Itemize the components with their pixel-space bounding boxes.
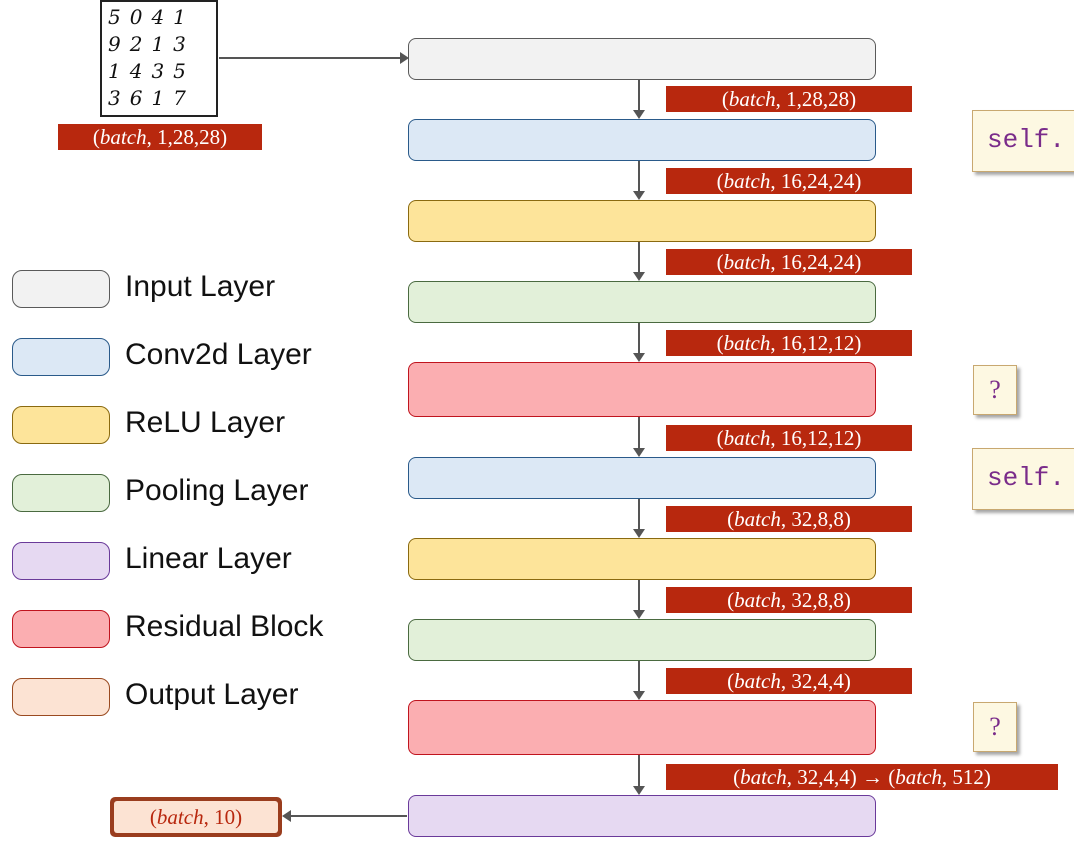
flow-arrow-head <box>633 610 645 619</box>
flow-arrow <box>638 755 640 786</box>
input-layer-box <box>408 38 876 80</box>
conv2d-layer-box <box>408 457 876 499</box>
residual-block-box <box>408 362 876 417</box>
flow-arrow-head <box>633 448 645 457</box>
legend-swatch-output <box>12 678 110 716</box>
digit-row: 9213 <box>108 32 195 56</box>
legend-label-output: Output Layer <box>125 678 299 711</box>
flow-arrow-head <box>633 691 645 700</box>
question-box: ? <box>973 365 1017 415</box>
shape-label: (batch, 1,28,28) <box>666 86 912 112</box>
shape-label: (batch, 16,12,12) <box>666 425 912 451</box>
linear-layer-box <box>408 795 876 837</box>
input-arrow-head <box>400 52 409 64</box>
legend-swatch-linear <box>12 542 110 580</box>
flow-arrow-head <box>633 191 645 200</box>
relu-layer-box <box>408 200 876 242</box>
mnist-sample-image: 5041 9213 1435 3617 <box>100 0 218 117</box>
legend-swatch-pooling <box>12 474 110 512</box>
flow-arrow-head <box>633 110 645 119</box>
flow-arrow-head <box>633 353 645 362</box>
legend-label-pooling: Pooling Layer <box>125 474 309 507</box>
legend-label-relu: ReLU Layer <box>125 406 286 439</box>
shape-label: (batch, 16,24,24) <box>666 249 912 275</box>
pooling-layer-box <box>408 281 876 323</box>
digit-row: 1435 <box>108 59 195 83</box>
question-box: ? <box>973 702 1017 752</box>
flow-arrow <box>638 161 640 191</box>
residual-block-box <box>408 700 876 755</box>
shape-label: (batch, 32,4,4) <box>666 668 912 694</box>
legend-label-conv2d: Conv2d Layer <box>125 338 312 371</box>
digit-row: 5041 <box>108 5 195 29</box>
output-shape-label: (batch, 10) <box>114 801 278 833</box>
flow-arrow <box>638 323 640 353</box>
flow-arrow <box>638 417 640 448</box>
flow-arrow-head <box>633 786 645 795</box>
question-mark-text: ? <box>989 712 1001 741</box>
shape-label: (batch, 16,24,24) <box>666 168 912 194</box>
shape-label: (batch, 32,4,4) → (batch, 512) <box>666 764 1058 790</box>
code-snippet-text: self. <box>987 463 1066 493</box>
flow-arrow-head <box>633 272 645 281</box>
output-arrow <box>290 815 407 817</box>
legend-label-linear: Linear Layer <box>125 542 292 575</box>
legend-swatch-input <box>12 270 110 308</box>
code-snippet-box: self. <box>972 110 1074 172</box>
legend-swatch-relu <box>12 406 110 444</box>
flow-arrow <box>638 661 640 691</box>
flow-arrow <box>638 499 640 529</box>
shape-label: (batch, 16,12,12) <box>666 330 912 356</box>
code-snippet-text: self. <box>987 125 1066 155</box>
legend-label-input: Input Layer <box>125 270 276 303</box>
output-layer-box: (batch, 10) <box>110 797 282 837</box>
code-snippet-box: self. <box>972 448 1074 510</box>
input-arrow <box>219 57 401 59</box>
question-mark-text: ? <box>989 375 1001 404</box>
legend-label-residual: Residual Block <box>125 610 324 643</box>
output-arrow-head <box>282 810 291 822</box>
legend-swatch-residual <box>12 610 110 648</box>
flow-arrow <box>638 242 640 272</box>
pooling-layer-box <box>408 619 876 661</box>
shape-label: (batch, 32,8,8) <box>666 587 912 613</box>
shape-label: (batch, 32,8,8) <box>666 506 912 532</box>
flow-arrow <box>638 80 640 110</box>
flow-arrow <box>638 580 640 610</box>
legend-swatch-conv2d <box>12 338 110 376</box>
relu-layer-box <box>408 538 876 580</box>
conv2d-layer-box <box>408 119 876 161</box>
digit-row: 3617 <box>108 86 195 110</box>
flow-arrow-head <box>633 529 645 538</box>
input-shape-label: (batch, 1,28,28) <box>58 124 262 150</box>
